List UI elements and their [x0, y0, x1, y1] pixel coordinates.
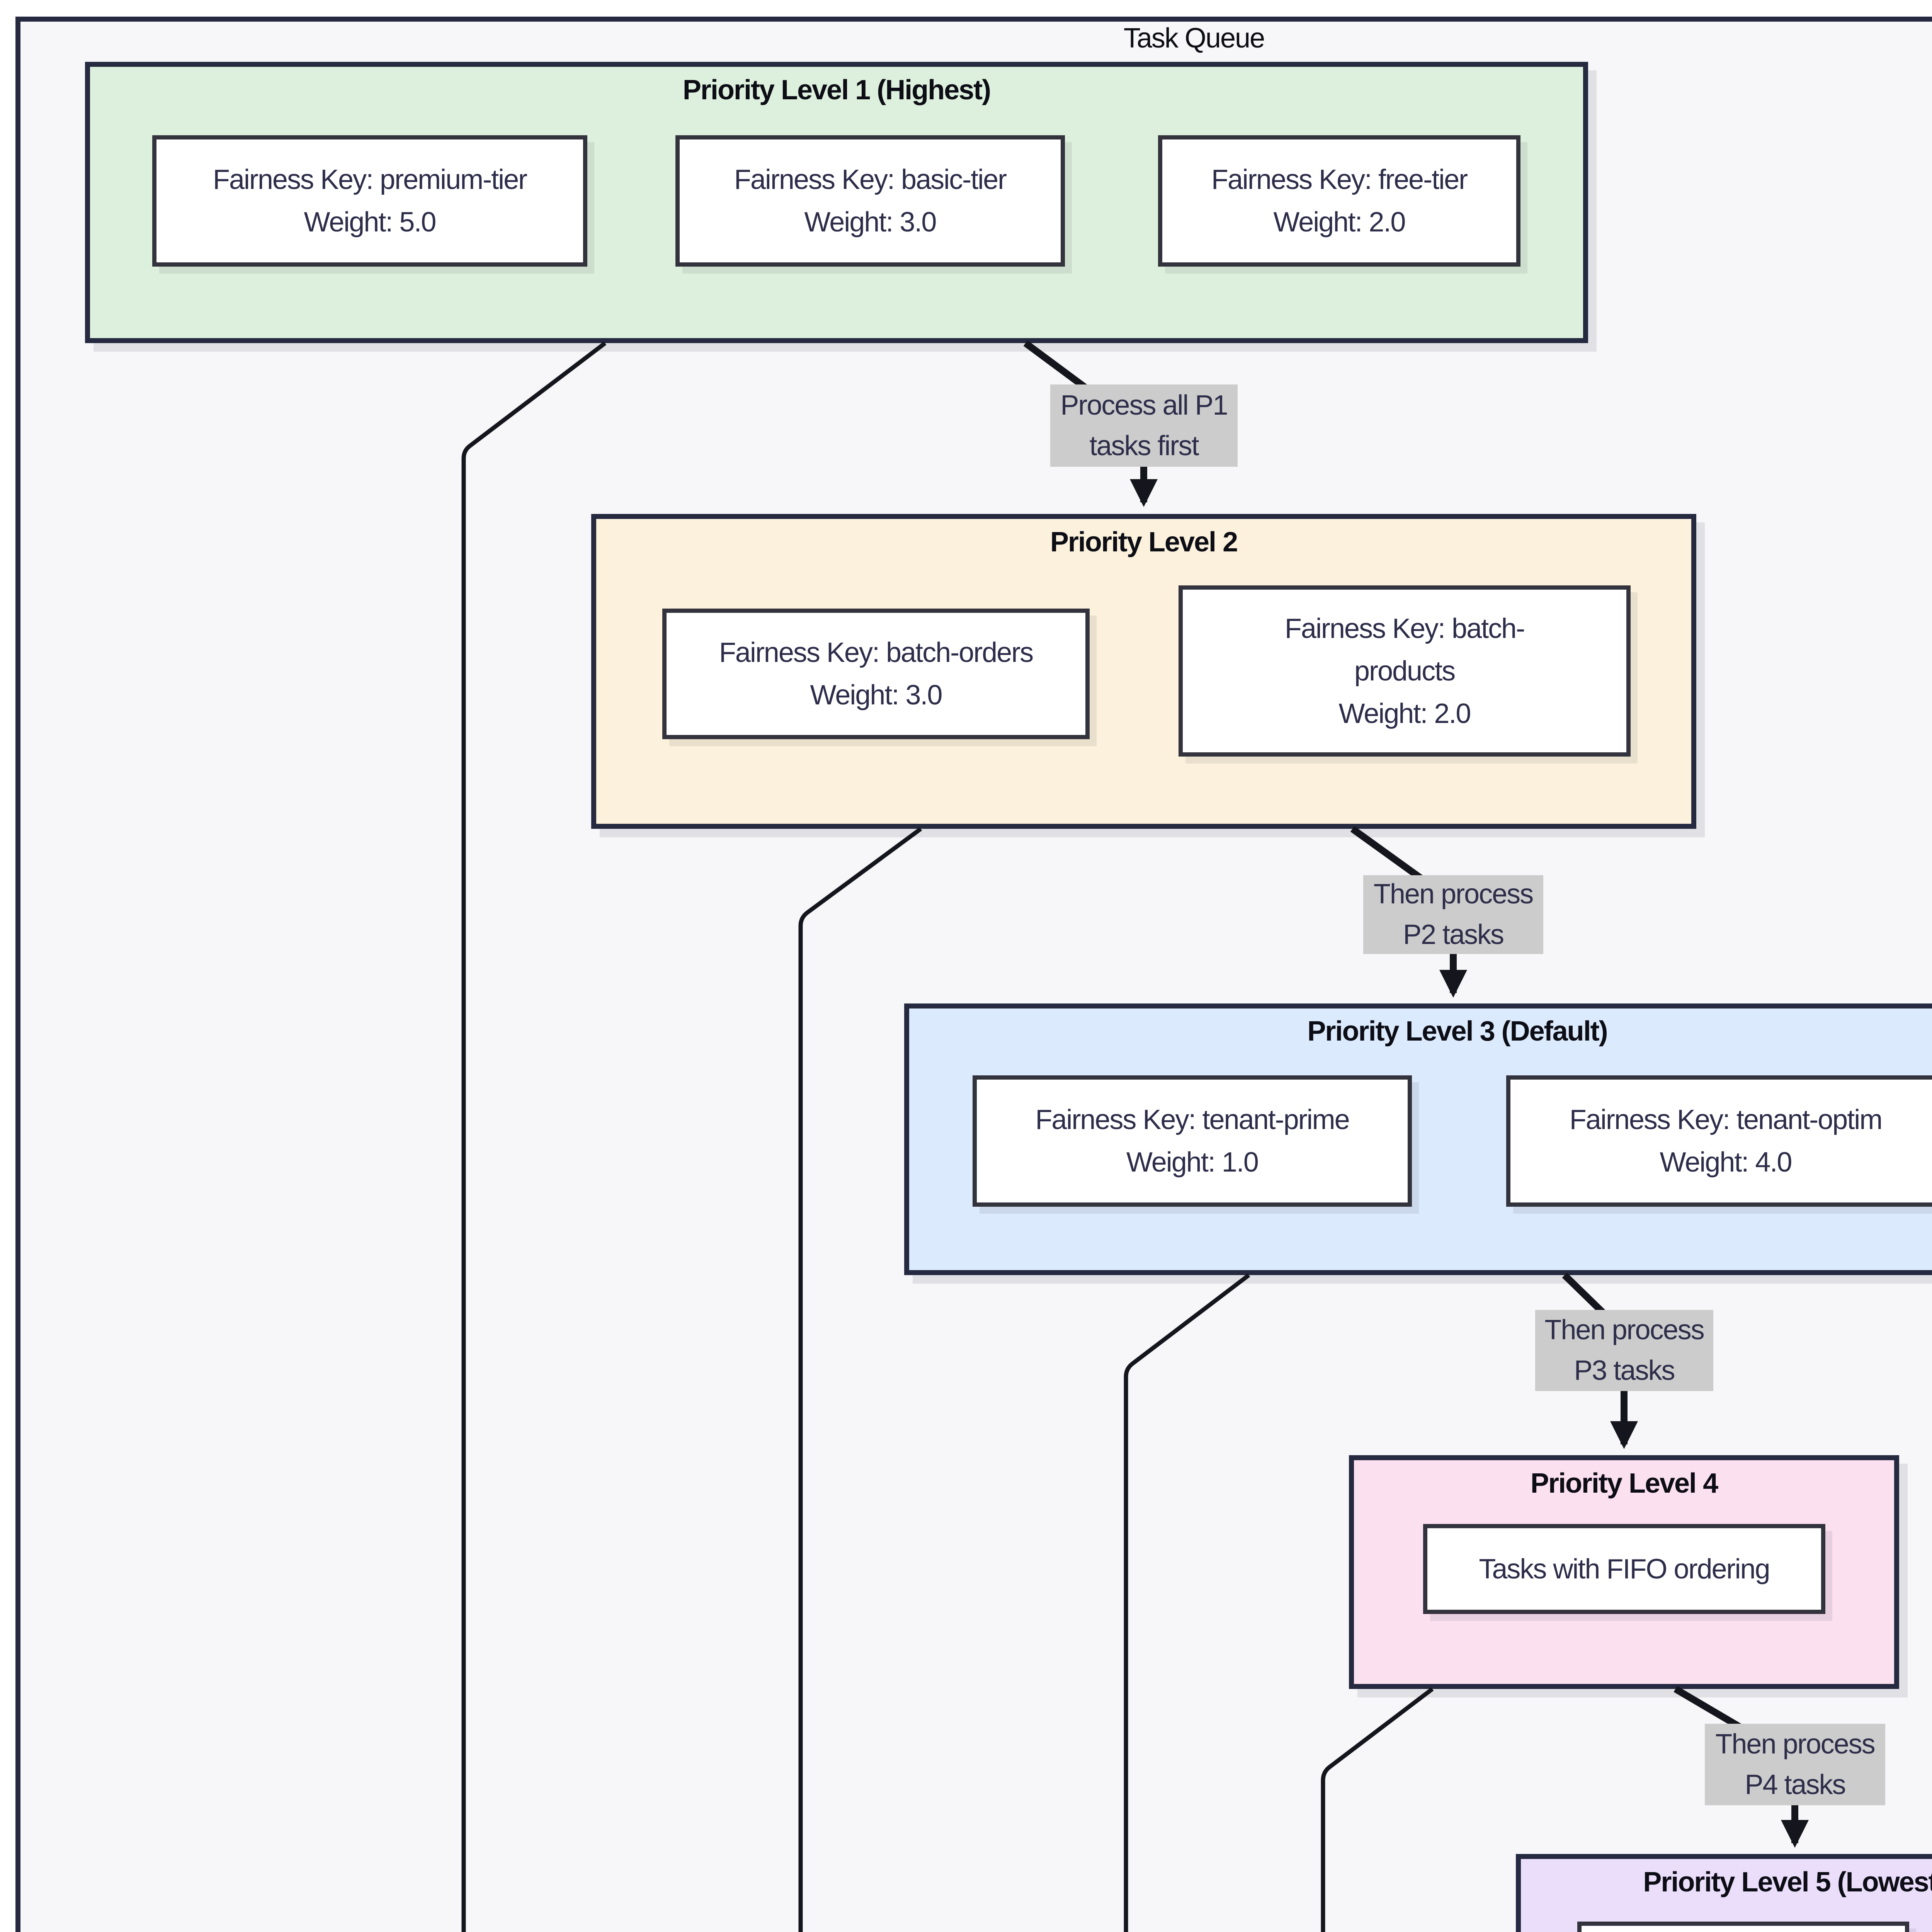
- node-premium-tier-line2: Weight: 5.0: [304, 207, 437, 238]
- node-p4-fifo-line1: Tasks with FIFO ordering: [1479, 1553, 1770, 1585]
- edge-label-process-p3: Then process P3 tasks: [1535, 1310, 1713, 1391]
- node-tenant-prime: Fairness Key: tenant-prime Weight: 1.0: [973, 1075, 1412, 1207]
- node-batch-products-line3: Weight: 2.0: [1338, 698, 1471, 729]
- node-tenant-optim-line1: Fairness Key: tenant-optim: [1569, 1104, 1883, 1135]
- priority-level-1-title: Priority Level 1 (Highest): [682, 75, 991, 105]
- node-premium-tier: Fairness Key: premium-tier Weight: 5.0: [152, 135, 587, 267]
- edge-label-process-p4-line2: P4 tasks: [1745, 1769, 1846, 1800]
- node-batch-orders-line1: Fairness Key: batch-orders: [719, 637, 1034, 668]
- node-tenant-prime-line2: Weight: 1.0: [1126, 1147, 1259, 1178]
- priority-level-5-group: [1516, 1854, 1932, 1932]
- node-batch-products-line1: Fairness Key: batch-: [1284, 613, 1525, 644]
- edge-label-process-p2-line1: Then process: [1373, 879, 1534, 910]
- node-p4-fifo: Tasks with FIFO ordering: [1423, 1524, 1825, 1614]
- node-batch-products-line2: products: [1354, 655, 1456, 687]
- node-p5-fifo: Tasks with FIFO ordering: [1577, 1922, 1909, 1932]
- node-free-tier-line2: Weight: 2.0: [1273, 207, 1406, 238]
- node-tenant-optim: Fairness Key: tenant-optim Weight: 4.0: [1506, 1075, 1932, 1207]
- node-basic-tier-line1: Fairness Key: basic-tier: [734, 164, 1007, 195]
- node-batch-orders: Fairness Key: batch-orders Weight: 3.0: [662, 609, 1090, 739]
- node-tenant-prime-line1: Fairness Key: tenant-prime: [1035, 1104, 1350, 1135]
- priority-level-2-title: Priority Level 2: [1050, 527, 1238, 558]
- priority-level-3-title: Priority Level 3 (Default): [1307, 1016, 1608, 1047]
- edge-label-process-p4-line1: Then process: [1715, 1728, 1875, 1760]
- edge-label-process-p3-line2: P3 tasks: [1574, 1355, 1675, 1386]
- node-tenant-optim-line2: Weight: 4.0: [1660, 1147, 1793, 1178]
- node-premium-tier-line1: Fairness Key: premium-tier: [213, 164, 527, 195]
- task-queue-title: Task Queue: [1123, 23, 1265, 54]
- node-free-tier: Fairness Key: free-tier Weight: 2.0: [1158, 135, 1520, 267]
- priority-level-4-title: Priority Level 4: [1530, 1468, 1718, 1499]
- edge-label-process-p2-line2: P2 tasks: [1403, 919, 1504, 950]
- node-batch-orders-line2: Weight: 3.0: [810, 680, 943, 711]
- edge-label-process-p4: Then process P4 tasks: [1705, 1724, 1885, 1805]
- edge-label-process-p3-line1: Then process: [1544, 1315, 1704, 1345]
- node-basic-tier: Fairness Key: basic-tier Weight: 3.0: [675, 135, 1065, 267]
- node-basic-tier-line2: Weight: 3.0: [804, 207, 937, 238]
- edge-label-process-p1: Process all P1 tasks first: [1050, 384, 1238, 467]
- node-batch-products: Fairness Key: batch- products Weight: 2.…: [1179, 585, 1631, 757]
- priority-level-5-title: Priority Level 5 (Lowest): [1643, 1867, 1932, 1898]
- edge-label-process-p2: Then process P2 tasks: [1363, 875, 1543, 954]
- node-free-tier-line1: Fairness Key: free-tier: [1211, 164, 1468, 195]
- edge-label-process-p1-line1: Process all P1: [1060, 389, 1228, 421]
- edge-label-process-p1-line2: tasks first: [1089, 430, 1199, 461]
